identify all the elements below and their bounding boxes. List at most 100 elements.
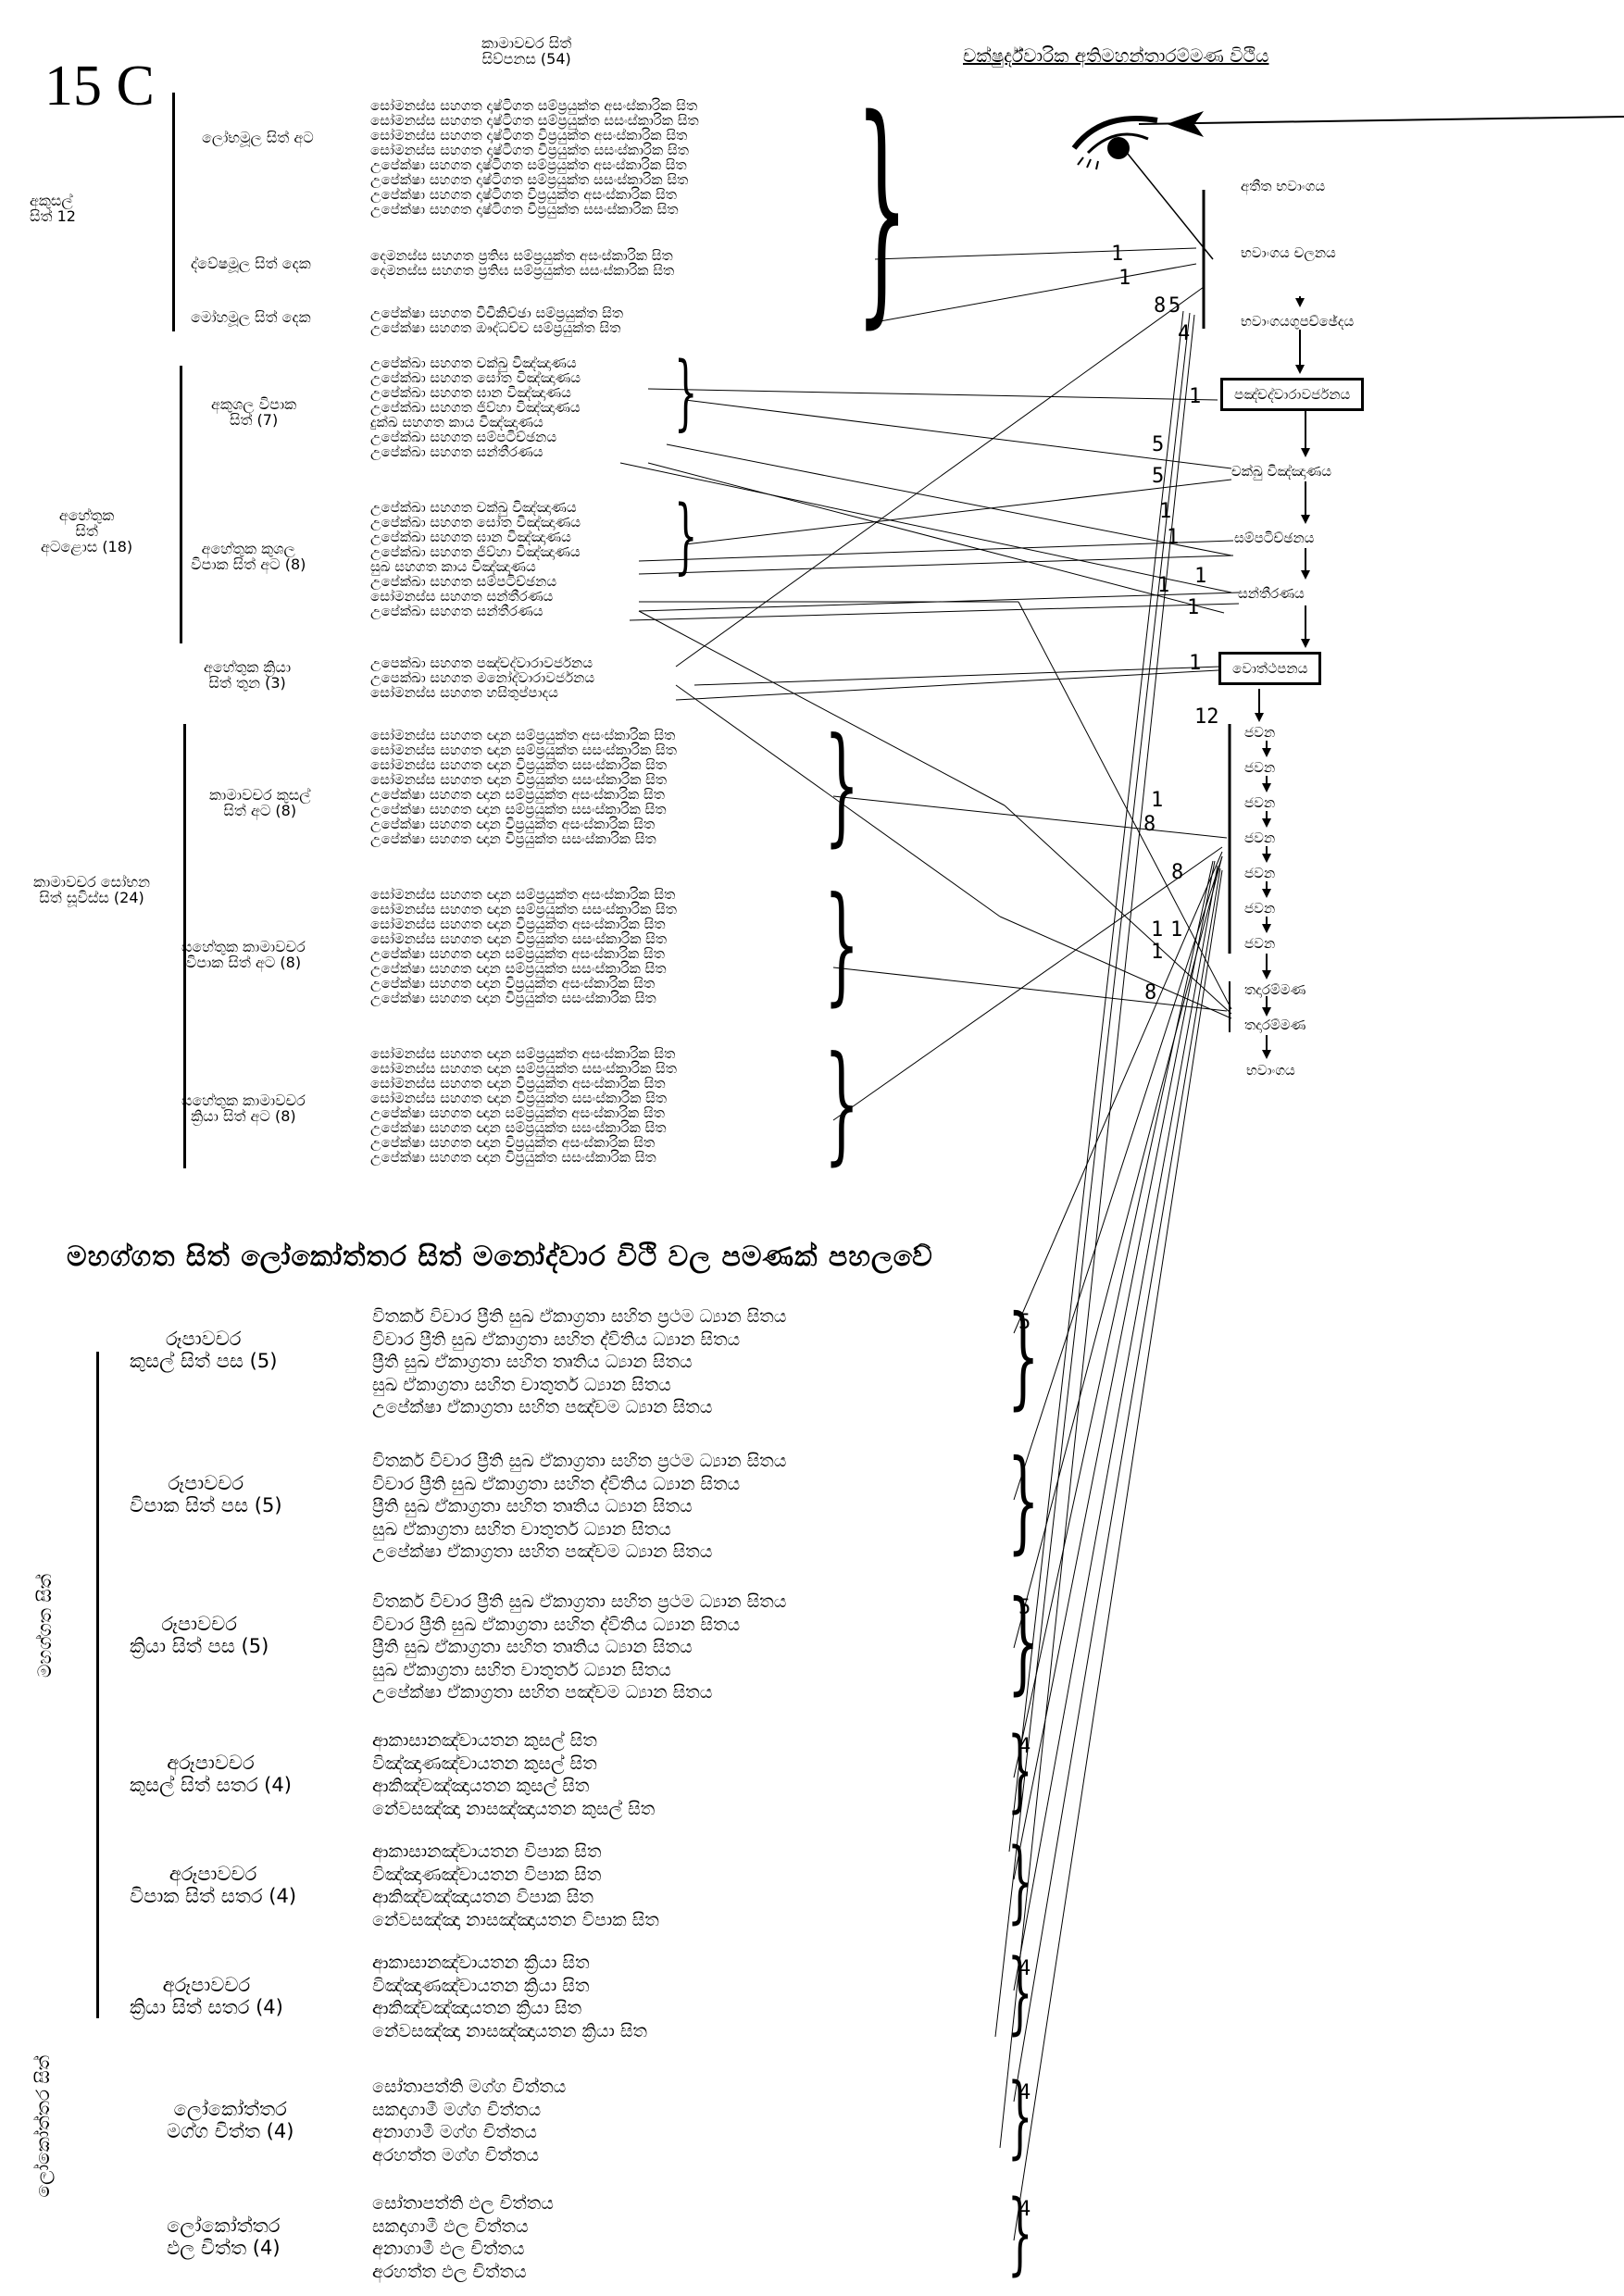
group-label-line: ක්‍රියා සිත් අට (8): [191, 1107, 296, 1125]
page-label: 15 C: [44, 55, 155, 118]
connector-line: [1004, 805, 1232, 1015]
group-label-line: ඵල චිත්ත (4): [167, 2237, 281, 2259]
count-label: 8: [1154, 294, 1167, 318]
ahetuka-line: උපේක්ඛා සහගත ජිව්හා විඤ්ඤාණය: [370, 543, 581, 560]
sobhana-group-kriya-label: සහේතුක කාමාවචර ක්‍රියා සිත් අට (8): [181, 1092, 306, 1124]
group-label-line: රූපාවචර: [168, 1472, 244, 1494]
sobhana-line: උපේක්ෂා සහගත ඥාන විප්‍රයුක්ත අසංස්කාරික …: [370, 816, 656, 832]
group-label-line: අකුශල විපාක: [211, 395, 297, 413]
sobhana-line: සෝමනස්ස සහගත ඥාන විප්‍රයුක්ත සසංස්කාරික …: [370, 1090, 668, 1106]
connector-line: [619, 462, 1232, 593]
vithi-step-sampaticchana: සම්පටිච්ඡනය: [1234, 530, 1315, 546]
sobhana-line: උපේක්ෂා සහගත ඥාන විප්‍රයුක්ත අසංස්කාරික …: [370, 1134, 656, 1151]
citta-line: සකදාගාමී ඵල චිත්තය: [372, 2215, 529, 2237]
akusal-line: දෙමනස්ස සහගත ප්‍රතිඝ සම්ප්‍රයුක්ත අසංස්ක…: [370, 247, 673, 264]
group-label-line: කුසල් සිත් සතර (4): [130, 1774, 292, 1796]
akusal-brace: [172, 93, 175, 331]
count-label: 1: [1189, 385, 1202, 408]
connector-line: [684, 479, 1232, 545]
akusal-group-moha-label: මෝහමූල සිත් දෙක: [191, 308, 311, 326]
arrow-head: [1301, 570, 1310, 580]
arrow-head: [1262, 970, 1271, 980]
sobhana-line: සෝමනස්ස සහගත ඥාන සම්ප්‍රයුක්ත සසංස්කාරික…: [370, 1060, 677, 1077]
count-label: 1: [1187, 596, 1200, 619]
ahetuka-group-kriya-label: අහේතුක ක්‍රියා සිත් තුන (3): [204, 659, 291, 691]
count-label: 1: [1167, 526, 1180, 549]
vithi-step-bhavangupaccheda: භවාංගයගුපච්ඡේදය: [1241, 313, 1355, 330]
connector-line: [1013, 867, 1221, 2103]
citta-line: සුඛ ඒකාග්‍රතා සහිත චාතුර්ත ධ්‍යාන සිතය: [372, 1659, 671, 1680]
connector-line: [638, 610, 1006, 806]
kamavacara-header-line: කාමාවචර සිත්: [481, 34, 572, 52]
sobhana-line: සෝමනස්ස සහගත ඥාන විප්‍රයුක්ත අසංස්කාරික …: [370, 916, 666, 932]
sobhana-line: සෝමනස්ස සහගත ඥාන සම්ප්‍රයුක්ත අසංස්කාරික…: [370, 727, 676, 743]
citta-line: ආකිඤ්චඤ්ඤායතන විපාක සිත: [372, 1887, 593, 1907]
ahetuka-line: උපේක්ඛා සහගත චක්ඛු විඤ්ඤාණය: [370, 499, 577, 516]
akusal-group-lobha-label: ලෝභමූල සිත් අට: [202, 129, 314, 146]
connector-line: [638, 555, 1234, 575]
vithi-step-atita-bhavanga: අතීත භවාංගය: [1241, 178, 1326, 194]
lower-section-title: මහග්ගත සිත් ලෝකෝත්තර සිත් මනෝද්වාර විථි …: [67, 1241, 933, 1273]
object-ray: [1138, 116, 1624, 125]
count-label: 1: [1151, 941, 1164, 964]
group-label-line: රූපාවචර: [161, 1613, 237, 1635]
citta-line: ආකාසානඤ්චායතන ක්‍රියා සිත: [372, 1953, 590, 1973]
akusal-label: අකුසල් සිත් 12: [30, 193, 76, 224]
arrow-head: [1301, 515, 1310, 524]
citta-line: ආකාසානඤ්චායතන විපාක සිත: [372, 1841, 602, 1862]
connector-line: [1013, 855, 1223, 1649]
ahetuka-line: උපේක්ඛා සහගත චක්ඛු විඤ්ඤාණය: [370, 355, 577, 371]
count-label: 1: [1151, 789, 1164, 812]
sobhana-line: සෝමනස්ස සහගත ඥාන විප්‍රයුක්ත අසංස්කාරික …: [370, 1075, 666, 1092]
connector-line: [1013, 860, 1214, 1778]
connector-line: [874, 263, 1197, 323]
citta-line: විඤ්ඤාණඤ්චායතන ක්‍රියා සිත: [372, 1975, 590, 1996]
citta-line: අරහත්ත මග්ග චිත්තය: [372, 2144, 540, 2165]
sobhana-line: සෝමනස්ස සහගත ඥාන සම්ප්‍රයුක්ත සසංස්කාරික…: [370, 901, 677, 917]
group-label-line: ලෝකෝත්තර: [173, 2098, 287, 2120]
sobhana-group-kusal-lines: සෝමනස්ස සහගත ඥාන සම්ප්‍රයුක්ත අසංස්කාරික…: [370, 728, 677, 846]
ahetuka-line: සුඛ සහගත කාය විඤ්ඤාණය: [370, 558, 536, 575]
kamavacara-header: කාමාවචර සිත් සිව්පනස (54): [481, 35, 571, 67]
ahetuka-line: උපේක්ඛා සහගත සම්පටිච්ඡනය: [370, 429, 557, 445]
vithi-step-cakkhu-vinnana: චක්ඛු විඤ්ඤාණය: [1231, 463, 1331, 480]
sobhana-line: උපේක්ෂා සහගත ඥාන විප්‍රයුක්ත සසංස්කාරික …: [370, 830, 656, 847]
connector-line: [629, 603, 1240, 621]
citta-line: උපේක්ෂා ඒකාග්‍රතා සහිත පඤ්චම ධ්‍යාන සිතය: [372, 1541, 713, 1562]
akusal-label-line: අකුසල්: [30, 192, 73, 209]
sobhana-line: උපේක්ෂා සහගත ඥාන විප්‍රයුක්ත සසංස්කාරික …: [370, 1149, 656, 1166]
ahetuka-line: සෝමනස්ස සහගත හසිතුප්පාදය: [370, 684, 558, 701]
citta-line: නේවසඤ්ඤා නාසඤ්ඤායතන විපාක සිත: [372, 1909, 659, 1930]
ahetuka-group-akusala-vipaka-lines: උපේක්ඛා සහගත චක්ඛු විඤ්ඤාණය උපේක්ඛා සහගත …: [370, 356, 581, 459]
citta-line: විතර්ක විචාර ප්‍රීති සුඛ ඒකාග්‍රතා සහිත …: [372, 1306, 787, 1327]
group-label-line: විපාක සිත් සතර (4): [130, 1885, 297, 1907]
ahetuka-label-line: අහේතුක: [58, 506, 115, 524]
sobhana-line: සෝමනස්ස සහගත ඥාන සම්ප්‍රයුක්ත සසංස්කාරික…: [370, 742, 677, 758]
group-label-line: විපාක සිත් අට (8): [191, 555, 306, 573]
group-label-line: ක්‍රියා සිත් පස (5): [130, 1635, 269, 1657]
connector-line: [999, 916, 1232, 1019]
javana-item: ජවන: [1244, 794, 1276, 811]
group-label-line: සහේතුක කාමාවචර: [181, 1092, 306, 1109]
connector-line: [666, 443, 1232, 556]
vithi-step-bhavanga-end: භවාංගය: [1246, 1062, 1295, 1079]
count-label: 4: [1018, 1735, 1031, 1758]
connector-line: [832, 795, 1228, 839]
group-label-line: අහේතුක කුශල: [201, 540, 295, 557]
citta-line: ආකිඤ්චඤ්ඤායතන කුසල් සිත: [372, 1776, 590, 1796]
count-label: 1: [1159, 500, 1172, 523]
mahaggata-group-lines: විතර්ක විචාර ප්‍රීති සුඛ ඒකාග්‍රතා සහිත …: [372, 1592, 786, 1706]
count-label: 1: [1194, 565, 1207, 588]
akusal-group-moha-lines: උපේක්ෂා සහගත විචිකිච්ඡා සම්ප්‍රයුක්ත සිත…: [370, 306, 623, 335]
sobhana-group-vipaka-lines: සෝමනස්ස සහගත ඥාන සම්ප්‍රයුක්ත අසංස්කාරික…: [370, 887, 677, 1005]
